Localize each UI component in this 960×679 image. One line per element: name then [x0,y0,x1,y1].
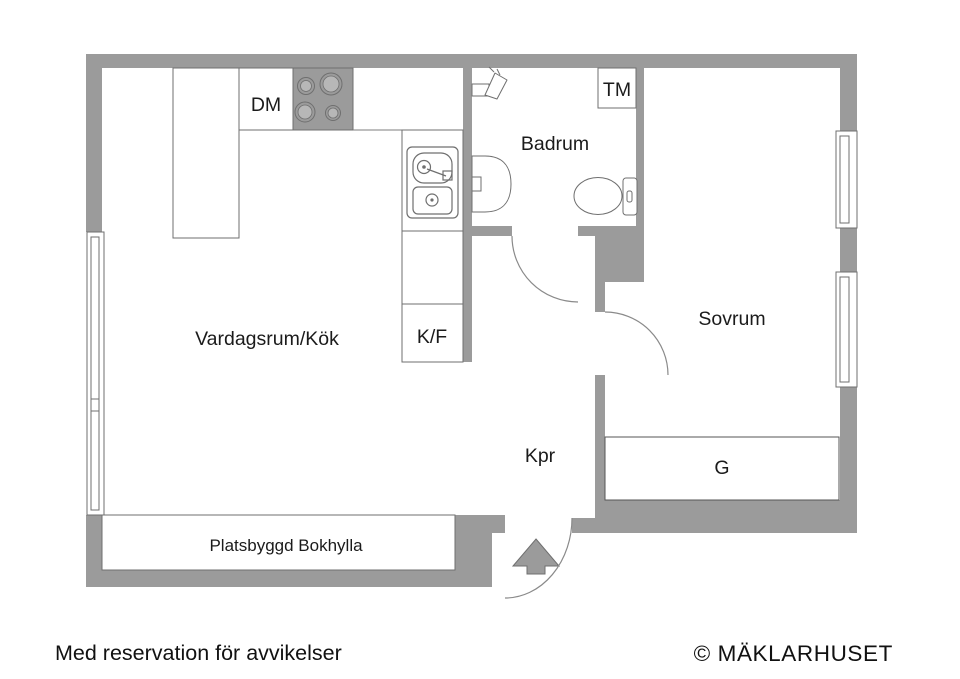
wall-bottom-right [572,387,857,533]
labels: Vardagsrum/Kök Badrum Sovrum Kpr DM TM K… [195,79,765,555]
kitchen-sink-icon [406,146,459,219]
room-label-living: Vardagsrum/Kök [195,328,339,350]
door-arc-entrance [504,517,573,599]
wall-bathroom-bottom [463,226,512,236]
fixture-label-bookshelf: Platsbyggd Bokhylla [209,536,363,555]
hand-shower-icon [471,66,508,100]
kitchen-fittings [172,67,464,363]
wall-segment [840,228,857,272]
bookshelf-box [101,514,456,571]
room-label-hallway: Kpr [525,445,556,467]
window-living-left [86,231,105,516]
stove-burners-icon [292,67,354,131]
fixture-label-dishwasher: DM [251,94,281,116]
fixture-label-washing-machine: TM [603,79,631,101]
bathroom-fittings [471,66,638,216]
kitchen-tall-cabinet [172,67,240,239]
disclaimer-text: Med reservation för avvikelser [55,641,342,665]
wardrobe-box [604,436,840,501]
wall-corner-block [578,226,644,312]
fixture-label-wardrobe: G [714,457,729,479]
wall-bathroom-right [636,68,644,230]
walls [86,54,857,587]
entrance-arrow-icon [511,538,561,575]
windows [86,130,858,516]
wall-bottom-left [86,515,505,587]
dishwasher-box [238,67,294,131]
room-label-bathroom: Badrum [521,133,589,155]
wall-kitchen-bathroom [463,68,472,362]
kitchen-cabinet [401,230,464,305]
fixture-label-fridge-freezer: K/F [417,326,447,348]
window-bedroom-upper [835,130,858,229]
wall-hall-bedroom [595,375,605,505]
fridge-freezer-box [401,303,464,363]
doors [504,235,669,599]
brand-credit-text: © MÄKLARHUSET [693,641,893,666]
window-bedroom-lower [835,271,858,388]
room-label-bedroom: Sovrum [698,308,765,330]
door-arc-bathroom [511,235,579,303]
floor-plan-canvas: Vardagsrum/Kök Badrum Sovrum Kpr DM TM K… [86,54,858,599]
door-arc-bedroom [604,311,669,376]
washbasin-icon [471,155,512,213]
sink-counter [401,129,464,232]
toilet-icon [573,177,638,216]
washing-machine-box [597,67,637,109]
footer: Med reservation för avvikelser © MÄKLARH… [0,641,960,671]
